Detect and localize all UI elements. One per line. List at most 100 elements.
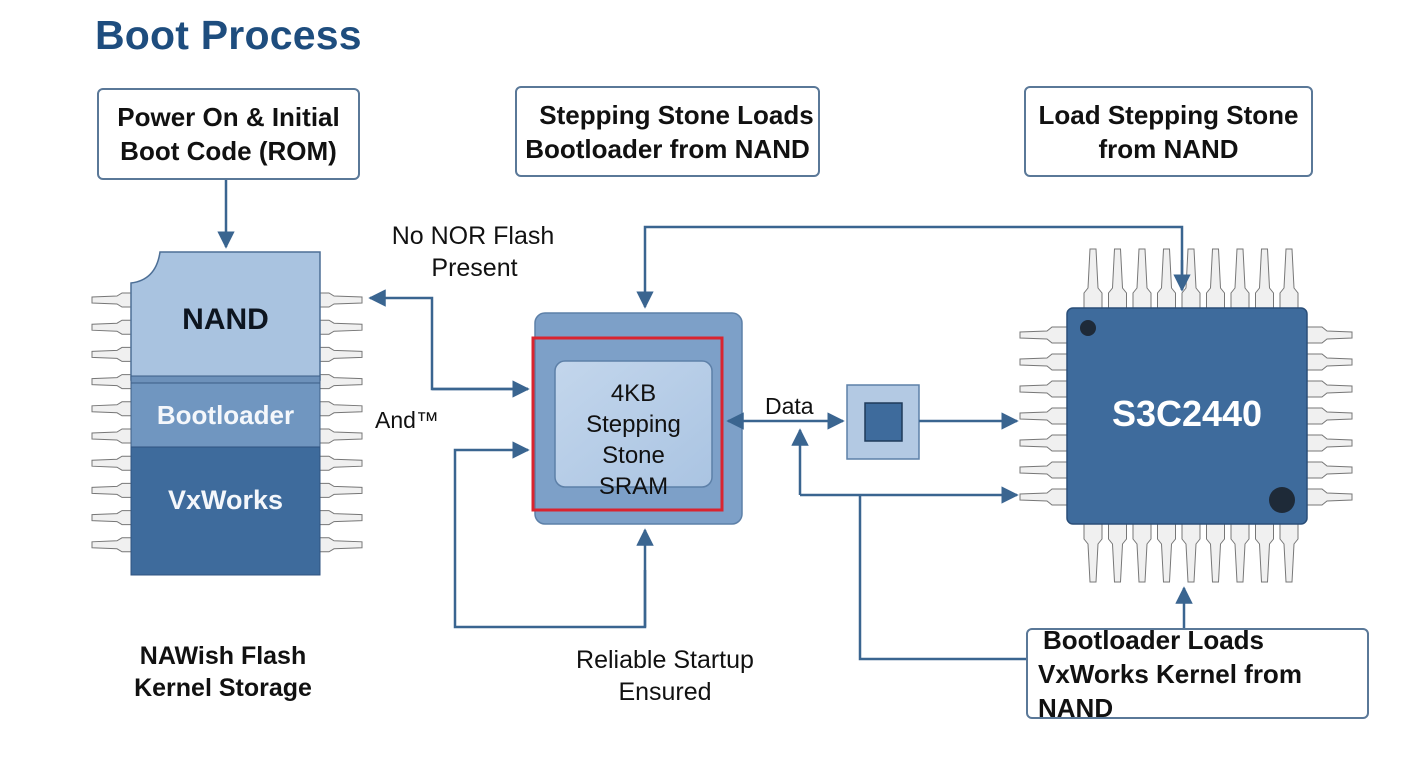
cpu-pin-left — [1019, 488, 1068, 506]
cpu-pin-top — [1206, 248, 1225, 309]
and-tm-annotation: And™ — [375, 407, 439, 433]
reliable-line1: Reliable Startup — [576, 646, 754, 674]
step-load-stepping-stone-line2: from NAND — [1098, 133, 1239, 164]
cpu-pin1-dot — [1080, 320, 1096, 336]
nand-pin — [91, 319, 132, 335]
step-power-on-line2: Boot Code (ROM) — [120, 136, 337, 166]
vxworks-label: VxWorks — [167, 485, 284, 515]
nand-pin — [319, 319, 363, 335]
cpu-pin-right — [1306, 488, 1353, 506]
reliable-line2: Ensured — [618, 678, 712, 706]
nand-pin — [91, 428, 132, 444]
nand-pin — [91, 346, 132, 362]
data-annotation: Data — [765, 393, 814, 419]
cpu-pin-top — [1255, 248, 1274, 309]
page-title: Boot Process — [95, 12, 362, 58]
sram-label-line2: Stepping Stone — [586, 411, 681, 469]
nand-pin — [91, 455, 132, 471]
nand-pin — [91, 510, 132, 526]
nand-pin — [319, 455, 363, 471]
sram-label: 4KB Stepping Stone SRAM — [555, 378, 712, 502]
buffer-block — [846, 384, 920, 460]
nand-pins-right — [319, 292, 363, 553]
no-nor-line1: No NOR Flash — [391, 222, 555, 250]
cpu-label: S3C2440 — [1111, 393, 1263, 434]
nand-caption-line2: Kernel Storage — [134, 674, 312, 702]
no-nor-annotation: No NOR Flash Present — [378, 220, 568, 284]
cpu-pin-left — [1019, 326, 1068, 344]
nand-pins-left — [91, 292, 132, 553]
cpu-pin-left — [1019, 461, 1068, 479]
sram-block — [531, 312, 743, 525]
buffer-core — [864, 402, 903, 442]
cpu-pin-left — [1019, 434, 1068, 452]
reliable-startup-annotation: Reliable Startup Ensured — [560, 644, 770, 708]
cpu-pin-bottom — [1255, 523, 1274, 583]
nand-pin — [319, 510, 363, 526]
arrow-cpu-to-sram-top — [636, 225, 1184, 309]
connectors — [217, 180, 1193, 661]
cpu-pin-bottom — [1181, 523, 1201, 583]
nand-section-bootloader — [130, 382, 321, 448]
nand-pin — [319, 374, 363, 390]
cpu-mark-dot — [1269, 487, 1295, 513]
nand-chip — [130, 251, 321, 576]
nand-caption-line1: NAWish Flash — [139, 642, 307, 670]
cpu-pin-top — [1083, 248, 1103, 309]
cpu-pin-right — [1306, 353, 1353, 371]
sram-label-line1: 4KB — [610, 380, 657, 407]
nand-pin — [319, 482, 363, 498]
step-load-stepping-stone-line1: Load Stepping Stone — [1038, 99, 1299, 130]
nand-section-vxworks — [130, 446, 321, 576]
cpu-pin-right — [1306, 407, 1353, 425]
nand-pin — [319, 428, 363, 444]
cpu-pins — [1019, 248, 1353, 583]
sram-label-line3: SRAM — [598, 473, 669, 500]
bootloader-label: Bootloader — [156, 400, 295, 430]
cpu-pin-bottom — [1230, 523, 1250, 583]
nand-pin — [91, 537, 132, 553]
step-power-on: Power On & Initial Boot Code (ROM) — [97, 88, 360, 180]
cpu-pin-left — [1019, 380, 1068, 398]
no-nor-line2: Present — [431, 254, 518, 282]
step-bootloader-loads-line1: Bootloader Loads — [1043, 624, 1265, 655]
cpu-pin-right — [1306, 434, 1353, 452]
cpu-pin-top — [1108, 248, 1127, 309]
step-load-stepping-stone: Load Stepping Stone from NAND — [1024, 86, 1313, 177]
step-power-on-line1: Power On & Initial — [117, 102, 340, 132]
cpu-pin-right — [1306, 461, 1353, 479]
cpu-pin-bottom — [1083, 523, 1103, 583]
sram-highlight-frame — [531, 336, 724, 512]
cpu-pin-bottom — [1132, 523, 1152, 583]
nand-pin — [91, 292, 132, 308]
cpu-pin-top — [1157, 248, 1176, 309]
step-bootloader-loads: Bootloader Loads VxWorks Kernel from NAN… — [1026, 625, 1369, 723]
cpu-pin-left — [1019, 407, 1068, 425]
cpu-pin-right — [1306, 380, 1353, 398]
nand-pin — [91, 482, 132, 498]
step-stepping-stone-loads-line2: Bootloader from NAND — [525, 133, 810, 164]
nand-pin — [319, 537, 363, 553]
cpu-pin-bottom — [1157, 523, 1176, 583]
nand-pin — [319, 401, 363, 417]
cpu-pin-bottom — [1206, 523, 1225, 583]
cpu-pin-bottom — [1108, 523, 1127, 583]
nand-label: NAND — [182, 303, 269, 336]
nand-pin — [91, 374, 132, 390]
nand-pin — [319, 292, 363, 308]
cpu-pin-bottom — [1279, 523, 1299, 583]
line-bootloader-to-bus — [858, 495, 1028, 661]
sram-inner — [554, 360, 713, 488]
step-stepping-stone-loads: Stepping Stone Loads Bootloader from NAN… — [515, 86, 820, 177]
step-bootloader-loads-line2: VxWorks Kernel from NAND — [1038, 658, 1302, 723]
cpu-pin-top — [1132, 248, 1152, 309]
cpu-pin-right — [1306, 326, 1353, 344]
nand-caption: NAWish Flash Kernel Storage — [118, 640, 328, 704]
cpu-pin-left — [1019, 353, 1068, 371]
nand-pin — [91, 401, 132, 417]
nand-pin — [319, 346, 363, 362]
cpu-pin-top — [1279, 248, 1299, 309]
nand-section-divider — [130, 375, 321, 384]
arrow-sram-to-nand — [368, 289, 528, 391]
step-stepping-stone-loads-line1: Stepping Stone Loads — [539, 99, 814, 130]
